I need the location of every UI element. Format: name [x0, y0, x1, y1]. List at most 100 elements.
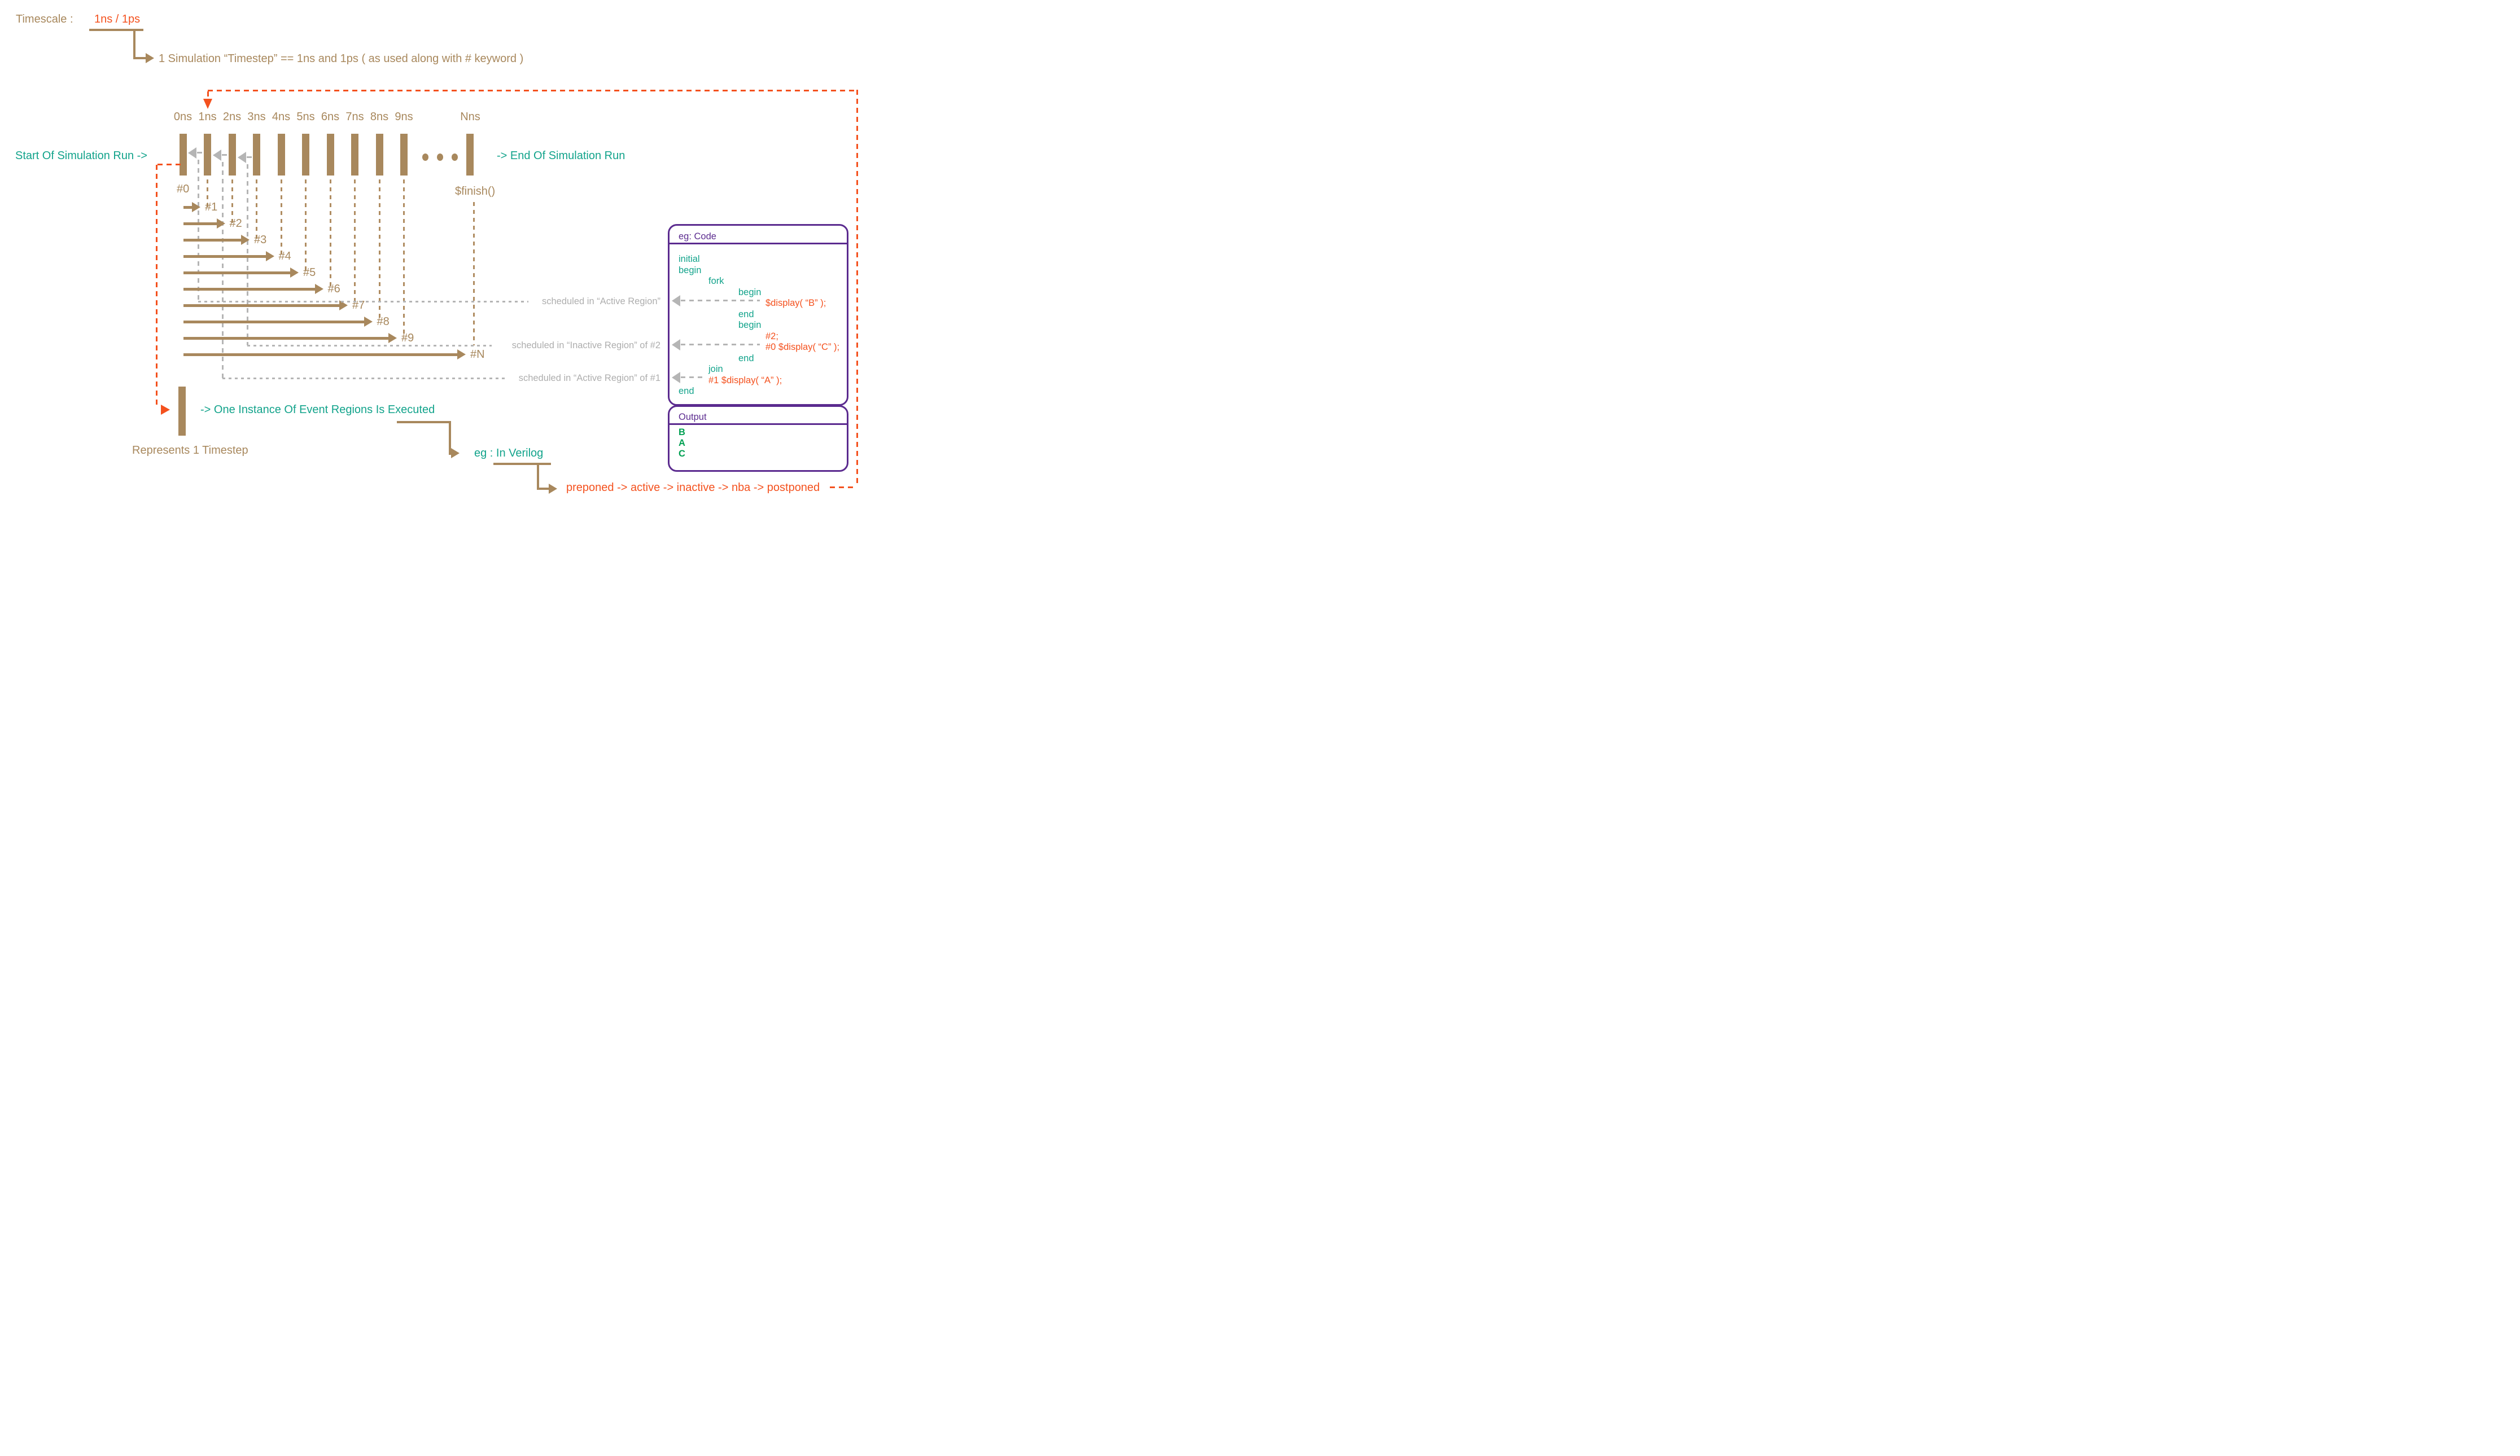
code-keyword-line: end — [679, 386, 694, 396]
delay-arrow-head-icon — [364, 317, 373, 327]
tick-guide-vertical — [378, 179, 380, 322]
chain-elbow-horizontal — [537, 488, 549, 490]
delay-arrow-shaft — [183, 238, 242, 242]
verilog-note-arrow-icon — [451, 448, 460, 458]
delay-arrow-label: #1 — [205, 201, 218, 213]
schedule-dotted-line — [247, 345, 492, 347]
timestep-note-arrow-icon — [146, 53, 154, 63]
time-zero-label: #0 — [177, 183, 190, 195]
delay-arrow-label: #3 — [254, 234, 267, 246]
code-keyword-line: join — [708, 364, 723, 374]
verilog-event-regions-diagram: { "colors": { "brown": "#a8885d", "orang… — [0, 0, 873, 505]
tick-guide-vertical — [354, 179, 356, 305]
delay-arrow-shaft — [183, 255, 266, 258]
code-panel-title: eg: Code — [679, 231, 716, 242]
timescale-value: 1ns / 1ps — [94, 13, 141, 25]
tick-guide-vertical — [231, 179, 233, 223]
delay-arrow-head-icon — [290, 267, 299, 278]
tick-bar — [326, 134, 334, 176]
schedule-arrow-dash — [681, 344, 760, 345]
loop-dashed-right — [856, 90, 858, 485]
region-back-arrow-icon — [188, 147, 196, 159]
loop-dashed-bottom — [830, 486, 857, 488]
timescale-elbow-vertical — [133, 30, 135, 59]
output-line: B — [679, 427, 685, 437]
tick-label: 3ns — [247, 111, 266, 123]
regions-chain: preponed -> active -> inactive -> nba ->… — [566, 481, 820, 494]
tick-bar — [400, 134, 408, 176]
timescale-underline — [89, 29, 143, 31]
delay-arrow-head-icon — [339, 300, 348, 310]
tick-bar-nns — [466, 134, 474, 176]
delay-arrow-head-icon — [457, 349, 466, 359]
tick-label: 2ns — [222, 111, 242, 123]
output-panel-divider — [670, 423, 847, 425]
schedule-arrow-dash — [681, 376, 702, 378]
verilog-elbow-horizontal — [397, 421, 451, 423]
code-keyword-line: begin — [679, 265, 702, 275]
delay-arrow-shaft — [183, 205, 193, 209]
code-statement-line: #2; — [765, 331, 778, 341]
delay-arrow-label: #2 — [229, 217, 242, 230]
delay-arrow-head-icon — [241, 235, 250, 245]
delay-arrow-shaft — [183, 222, 217, 225]
ellipsis-dot — [422, 154, 428, 161]
region-back-arrow-tail — [197, 152, 202, 154]
schedule-dotted-line — [222, 378, 507, 379]
instance-arrow-icon — [161, 405, 170, 415]
tick-label: 0ns — [173, 111, 193, 123]
instance-dashed-horizontal — [158, 164, 181, 165]
schedule-arrow-icon — [672, 295, 680, 306]
tick-label: 7ns — [345, 111, 364, 123]
delay-arrow-head-icon — [265, 251, 274, 261]
delay-arrow-shaft — [183, 336, 389, 340]
delay-arrow-label: #6 — [327, 283, 340, 295]
code-statement-line: $display( “B” ); — [765, 298, 826, 308]
tick-bar — [375, 134, 383, 176]
tick-label: 1ns — [198, 111, 217, 123]
tick-bar — [302, 134, 309, 176]
tick-guide-vertical — [305, 179, 307, 273]
delay-arrow-label: #N — [470, 348, 485, 361]
code-keyword-line: end — [738, 309, 754, 319]
schedule-dotted-line — [198, 301, 528, 302]
verilog-elbow-vertical — [449, 421, 451, 455]
region-back-arrow-tail — [247, 156, 252, 158]
finish-label: $finish() — [455, 185, 496, 198]
verilog-note: eg : In Verilog — [474, 447, 544, 459]
tick-guide-vertical — [329, 179, 331, 289]
code-keyword-line: end — [738, 353, 754, 363]
ellipsis-dot — [437, 154, 443, 161]
verilog-underline — [493, 463, 551, 465]
delay-arrow-shaft — [183, 320, 365, 323]
ellipsis-dot — [452, 154, 458, 161]
tick-bar — [351, 134, 358, 176]
instance-dashed-vertical — [156, 165, 158, 405]
tick-label: 6ns — [321, 111, 340, 123]
tick-label: 4ns — [272, 111, 291, 123]
delay-arrow-shaft — [183, 304, 340, 307]
schedule-arrow-icon — [672, 339, 680, 350]
one-instance-note: -> One Instance Of Event Regions Is Exec… — [200, 404, 435, 416]
delay-arrow-shaft — [183, 353, 458, 356]
region-back-arrow-tail — [222, 154, 227, 156]
tick-label: 9ns — [395, 111, 413, 123]
tick-guide-vertical — [256, 179, 257, 240]
delay-arrow-label: #7 — [352, 299, 365, 312]
delay-arrow-shaft — [183, 271, 291, 274]
delay-arrow-head-icon — [216, 218, 225, 229]
tick-label: 8ns — [370, 111, 389, 123]
delay-arrow-label: #5 — [303, 266, 316, 279]
code-keyword-line: fork — [708, 276, 724, 286]
tick-guide-vertical-nns — [473, 202, 475, 345]
tick-bar — [179, 134, 187, 176]
code-keyword-line: begin — [738, 287, 762, 297]
schedule-note-active-region: scheduled in “Active Region” — [541, 296, 660, 306]
schedule-trace-vertical — [222, 162, 224, 378]
tick-bar — [204, 134, 211, 176]
delay-arrow-label: #9 — [401, 332, 414, 344]
timescale-label: Timescale : — [16, 13, 73, 25]
delay-arrow-shaft — [183, 287, 316, 291]
